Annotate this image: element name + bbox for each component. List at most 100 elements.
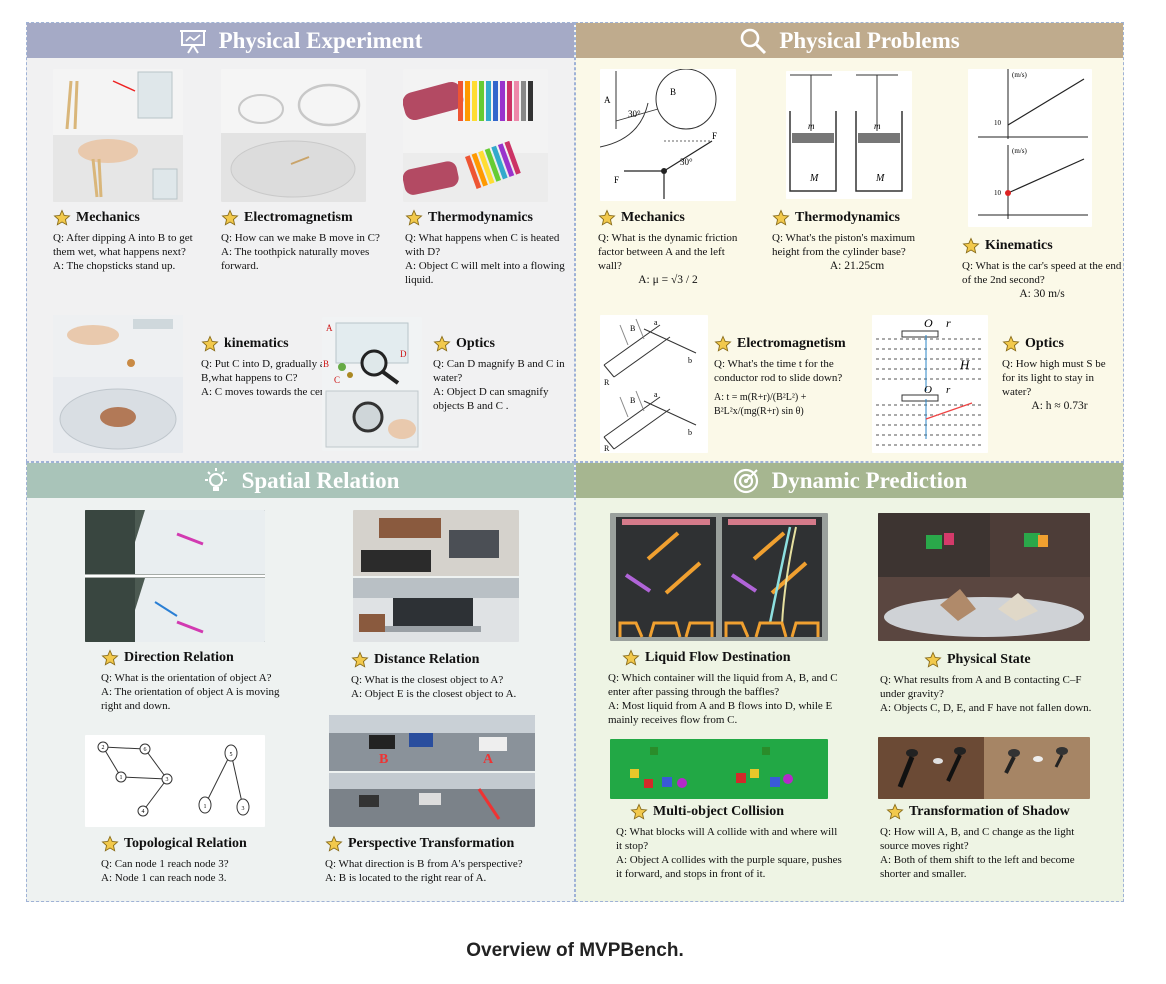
pp-electromagnetism-block: Electromagnetism Q: What's the time t fo…	[714, 335, 866, 419]
figure-label: D	[400, 349, 407, 359]
card-title: Transformation of Shadow	[909, 804, 1070, 819]
section-title: Physical Experiment	[218, 27, 423, 53]
answer-text: A: The toothpick naturally moves forward…	[221, 246, 370, 272]
answer-text: A: μ = √3 / 2	[638, 274, 698, 286]
question-text: Q: Can D magnify B and C in water?	[433, 358, 565, 384]
card-title: Physical State	[947, 652, 1031, 667]
sr-distance-block: Distance Relation Q: What is the closest…	[351, 651, 551, 701]
card-title: Direction Relation	[124, 650, 234, 665]
pp-kinematics-block: Kinematics Q: What is the car's speed at…	[962, 237, 1122, 301]
section-title: Dynamic Prediction	[771, 467, 968, 493]
figure-label: 2	[102, 745, 105, 751]
figure-label: 3	[166, 777, 169, 783]
figure-label: A	[604, 95, 611, 105]
card-title: Electromagnetism	[737, 336, 846, 351]
distance-photo	[353, 510, 519, 642]
answer-text: A: h ≈ 0.73r	[1031, 400, 1088, 412]
card-title: Topological Relation	[124, 836, 247, 851]
card-title: Kinematics	[985, 238, 1053, 253]
figure-label: r	[946, 384, 951, 396]
answer-text: A: The chopsticks stand up.	[53, 260, 176, 272]
card-title: Optics	[456, 336, 495, 351]
star-icon	[886, 803, 904, 821]
answer-text: A: t = m(R+r)/(B²L²) + B²L²x/(mg(R+r) si…	[714, 392, 807, 417]
dp-shadow-block: Transformation of Shadow Q: How will A, …	[880, 803, 1105, 881]
star-icon	[714, 335, 732, 353]
figure-label: F	[614, 175, 619, 185]
answer-text: A: Object D can smagnify objects B and C…	[433, 386, 549, 412]
liquid-flow-image	[610, 513, 828, 641]
star-icon	[405, 209, 423, 227]
question-text: Q: What is the orientation of object A?	[101, 672, 272, 684]
answer-text: A: Objects C, D, E, and F have not falle…	[880, 702, 1092, 714]
answer-text: A: Most liquid from A and B flows into D…	[608, 700, 833, 726]
card-title: Mechanics	[621, 210, 685, 225]
figure-label: B	[379, 752, 388, 767]
pe-electromagnetism-block: Electromagnetism Q: How can we make B mo…	[221, 209, 381, 273]
figure-label: F	[712, 131, 717, 141]
card-title: Thermodynamics	[795, 210, 900, 225]
lightbulb-icon	[204, 467, 227, 491]
question-text: Q: After dipping A into B to get them we…	[53, 232, 193, 258]
card-title: Liquid Flow Destination	[645, 650, 791, 665]
star-icon	[924, 651, 942, 669]
electromagnetism-photo	[221, 69, 366, 202]
question-text: Q: How will A, B, and C change as the li…	[880, 826, 1075, 852]
figure-caption: Overview of MVPBench.	[466, 940, 684, 961]
star-icon	[433, 335, 451, 353]
question-text: Q: What is the closest object to A?	[351, 674, 504, 686]
figure-label: 10	[994, 189, 1002, 197]
thermodynamics-photo	[403, 69, 548, 202]
star-icon	[622, 649, 640, 667]
figure-label: A	[483, 752, 494, 767]
section-title: Physical Problems	[779, 27, 960, 53]
star-icon	[201, 335, 219, 353]
figure-label: (m/s)	[1012, 147, 1027, 155]
question-text: Q: What's the time t for the conductor r…	[714, 358, 843, 384]
figure-label: 5	[230, 752, 233, 758]
figure-label: A	[326, 323, 333, 333]
figure-label: (m/s)	[1012, 71, 1027, 79]
card-title: Mechanics	[76, 210, 140, 225]
figure-label: 6	[144, 747, 147, 753]
dp-physical-state-block: Physical State Q: What results from A an…	[880, 651, 1100, 715]
figure-label: a	[654, 390, 658, 399]
target-icon	[733, 468, 758, 493]
figure-label: H	[959, 357, 970, 372]
kinematics-photo	[53, 315, 183, 453]
figure-label: O	[924, 384, 932, 396]
question-text: Q: Can node 1 reach node 3?	[101, 858, 229, 870]
pe-mechanics-block: Mechanics Q: After dipping A into B to g…	[53, 209, 193, 273]
sr-direction-block: Direction Relation Q: What is the orient…	[101, 649, 281, 713]
card-title: Thermodynamics	[428, 210, 533, 225]
sr-perspective-block: Perspective Transformation Q: What direc…	[325, 835, 565, 885]
figure-label: B	[670, 87, 676, 97]
answer-text: A: 30 m/s	[1019, 288, 1065, 300]
direction-photo	[85, 510, 265, 642]
question-text: Q: What blocks will A collide with and w…	[616, 826, 838, 852]
star-icon	[630, 803, 648, 821]
pp-thermodynamics-block: Thermodynamics Q: What's the piston's ma…	[772, 209, 942, 273]
shadow-image	[878, 737, 1090, 799]
pe-optics-block: Optics Q: Can D magnify B and C in water…	[433, 335, 568, 413]
card-title: Distance Relation	[374, 652, 480, 667]
figure-label: 1	[204, 804, 207, 810]
pe-thermodynamics-block: Thermodynamics Q: What happens when C is…	[405, 209, 565, 287]
answer-text: A: Node 1 can reach node 3.	[101, 872, 227, 884]
figure-label: C	[334, 375, 340, 385]
star-icon	[101, 835, 119, 853]
answer-text: A: Object C will melt into a flowing liq…	[405, 260, 565, 286]
figure-label: b	[688, 356, 692, 365]
answer-text: A: B is located to the right rear of A.	[325, 872, 487, 884]
question-text: Q: Put C into D, gradually add B,what ha…	[201, 358, 336, 384]
figure-label: B	[323, 359, 329, 369]
star-icon	[101, 649, 119, 667]
figure-label: b	[688, 428, 692, 437]
